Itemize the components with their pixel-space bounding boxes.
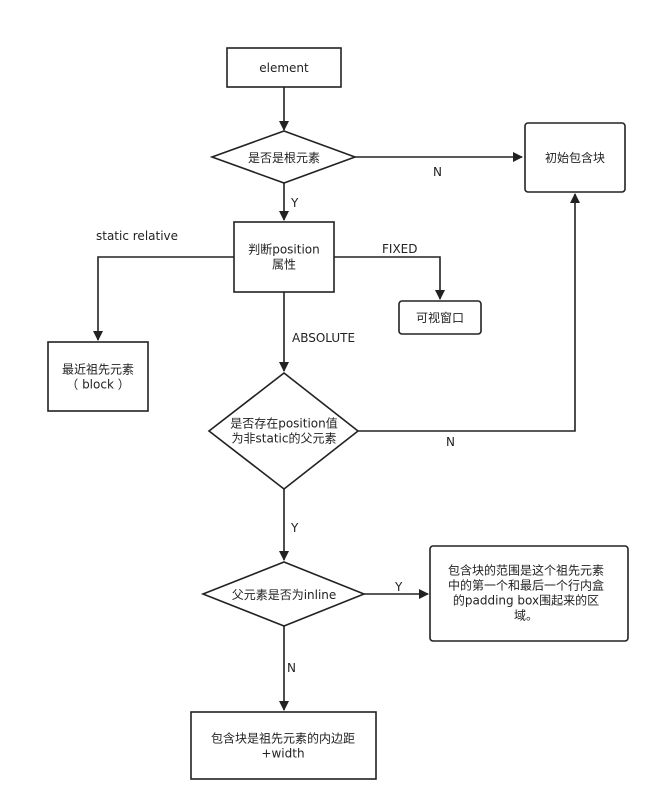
decision-parent-inline-text: 父元素是否为inline [232, 588, 337, 602]
edge-positioned-to-initial [358, 193, 580, 432]
decision-has-positioned-parent-text: 是否存在position值为非static的父元素 [230, 416, 338, 446]
node-nearest-ancestor: 最近祖先元素（ block ） [47, 341, 149, 412]
node-text-line: element [259, 61, 309, 75]
decision-has-positioned-parent: 是否存在position值为非static的父元素 [207, 371, 360, 491]
node-text-line: 最近祖先元素 [62, 362, 134, 377]
node-element-text: element [259, 61, 309, 75]
decision-is-root-text: 是否是根元素 [248, 151, 320, 165]
node-text-line: 包含块是祖先元素的内边距 [211, 731, 355, 746]
node-text-line: 属性 [272, 258, 296, 272]
decision-parent-inline: 父元素是否为inline [200, 561, 367, 627]
label-positioned-yes: Y [290, 521, 299, 535]
decision-is-root: 是否是根元素 [209, 130, 358, 184]
node-inline-result-text: 包含块的范围是这个祖先元素中的第一个和最后一个行内盒的padding box围起… [448, 563, 604, 623]
node-inline-result: 包含块的范围是这个祖先元素中的第一个和最后一个行内盒的padding box围起… [429, 545, 629, 642]
node-block-result: 包含块是祖先元素的内边距+width [190, 711, 377, 780]
node-text-line: 是否是根元素 [248, 151, 320, 165]
edge-position-to-viewport [334, 256, 445, 300]
node-text-line: 是否存在position值 [230, 416, 338, 431]
node-text-line: 包含块的范围是这个祖先元素 [448, 563, 604, 578]
node-initial-containing-block-text: 初始包含块 [545, 150, 605, 165]
node-text-line: 的padding box围起来的区 [453, 593, 599, 608]
node-text-line: 判断position [248, 242, 320, 257]
node-text-line: 可视窗口 [416, 310, 464, 325]
node-initial-containing-block: 初始包含块 [524, 122, 626, 193]
label-inline-yes: Y [394, 580, 403, 594]
node-text-line: 中的第一个和最后一个行内盒 [448, 578, 604, 593]
edge-position-to-ancestor [93, 256, 234, 341]
node-viewport: 可视窗口 [398, 300, 482, 335]
node-element: element [226, 47, 342, 88]
label-fixed: FIXED [382, 242, 417, 256]
label-inline-no: N [287, 661, 296, 675]
node-block-result-text: 包含块是祖先元素的内边距+width [211, 731, 355, 761]
node-viewport-text: 可视窗口 [416, 310, 464, 325]
node-text-line: 域。 [514, 609, 538, 623]
node-text-line: +width [261, 747, 304, 761]
label-positioned-no: N [446, 435, 455, 449]
label-root-no: N [433, 165, 442, 179]
node-text-line: 为非static的父元素 [232, 431, 337, 446]
node-text-line: 父元素是否为inline [232, 588, 337, 602]
label-root-yes: Y [290, 196, 299, 210]
node-text-line: 初始包含块 [545, 150, 605, 165]
node-text-line: （ block ） [66, 378, 129, 392]
label-static-relative: static relative [96, 229, 178, 243]
label-absolute: ABSOLUTE [292, 331, 355, 345]
node-nearest-ancestor-text: 最近祖先元素（ block ） [62, 362, 134, 392]
